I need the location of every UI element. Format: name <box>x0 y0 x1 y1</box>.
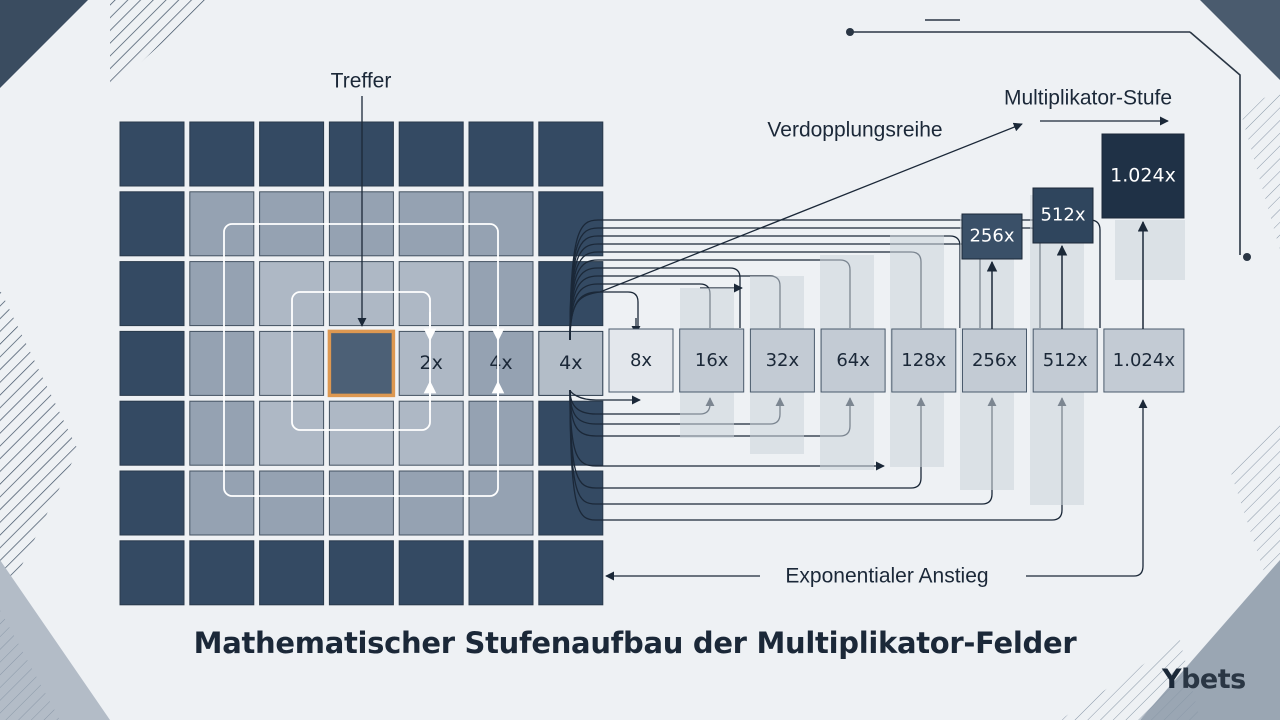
connector-path <box>569 389 926 489</box>
grid-label-4x: 4x <box>489 352 512 374</box>
grid-cell <box>119 261 185 327</box>
grid-label-4x: 4x <box>559 352 582 374</box>
hatch-top-left <box>110 0 210 90</box>
grid-cell <box>189 540 255 606</box>
grid-cell <box>328 400 394 466</box>
grid-cell <box>119 470 185 536</box>
grid-cell <box>538 191 604 257</box>
hit-cell <box>327 329 396 398</box>
row-label-16x: 16x <box>695 350 729 371</box>
grid-cell <box>189 470 255 536</box>
grid-cell <box>259 470 325 536</box>
connector-path <box>569 219 1101 341</box>
label-doubling-series: Verdopplungsreihe <box>767 119 942 142</box>
grid-cell <box>259 540 325 606</box>
corner-triangle-top-left <box>0 0 88 88</box>
row-label-64x: 64x <box>836 350 870 371</box>
inner-loop-path <box>291 291 431 431</box>
row-tile <box>1103 328 1185 393</box>
row-tile <box>962 328 1027 393</box>
shadow-column <box>1115 220 1185 280</box>
row-label-8x: 8x <box>630 350 652 371</box>
connector-path <box>1026 399 1148 577</box>
row-label-32x: 32x <box>766 350 800 371</box>
grid-cell <box>398 400 464 466</box>
grid-cell <box>189 330 255 396</box>
row-tile <box>820 328 886 393</box>
row-tile <box>1032 328 1098 393</box>
grid-cell <box>468 540 534 606</box>
grid-cell <box>468 121 534 187</box>
grid-cell <box>538 540 604 606</box>
grid-cell <box>119 540 185 606</box>
brand-name: bets <box>1181 664 1246 695</box>
row-tile <box>679 328 745 393</box>
grid-cell <box>538 470 604 536</box>
circuit-lines <box>850 19 1241 255</box>
raised-tile <box>1101 133 1185 219</box>
grid-cell <box>398 470 464 536</box>
grid-cell <box>259 121 325 187</box>
ring-highlight <box>185 187 537 539</box>
grid-cell <box>468 400 534 466</box>
grid-label-2x: 2x <box>420 352 443 374</box>
connector-path <box>569 389 1067 521</box>
grid-cell <box>538 121 604 187</box>
corner-triangle-top-right <box>1200 0 1280 80</box>
grid-cell <box>119 330 185 396</box>
grid-cell <box>189 121 255 187</box>
grid-cell <box>119 400 185 466</box>
row-tile <box>608 328 674 393</box>
raised-tile <box>961 213 1023 260</box>
page-title: Mathematischer Stufenaufbau der Multipli… <box>193 626 1077 660</box>
multiplier-row: 8x 16x 32x 64x 128x 256x 512x 1.024x 256x 512x 1.0… <box>608 133 1185 505</box>
grid-cell <box>189 400 255 466</box>
raised-label-256x: 256x <box>969 226 1014 247</box>
grid-cell <box>398 261 464 327</box>
raised-label-1.024x: 1.024x <box>1110 165 1176 187</box>
grid-cell <box>398 540 464 606</box>
grid-cell <box>328 540 394 606</box>
grid-cell <box>119 191 185 257</box>
outer-loop-path <box>223 223 499 497</box>
row-label-1.024x: 1.024x <box>1113 350 1176 371</box>
row-tile <box>749 328 815 393</box>
row-tile <box>891 328 957 393</box>
grid-cell <box>328 470 394 536</box>
hatch-left <box>0 290 78 610</box>
grid-cell <box>189 261 255 327</box>
brand-mark: Y <box>1162 664 1182 695</box>
row-label-128x: 128x <box>901 350 946 371</box>
label-exponential-increase: Exponentialer Anstieg <box>785 565 988 588</box>
row-label-512x: 512x <box>1043 350 1088 371</box>
label-hit: Treffer <box>331 70 392 93</box>
row-label-256x: 256x <box>972 350 1017 371</box>
label-multiplier-stage: Multiplikator-Stufe <box>1004 87 1172 110</box>
brand-logo: Ybets <box>1162 664 1246 695</box>
grid-cell <box>398 121 464 187</box>
raised-tile <box>1032 187 1094 244</box>
multiplier-grid: 2x 4x 4x <box>119 121 604 606</box>
grid-cell <box>468 470 534 536</box>
raised-label-512x: 512x <box>1040 205 1085 226</box>
grid-cell <box>119 121 185 187</box>
grid-cell <box>468 261 534 327</box>
connector-path <box>569 291 639 341</box>
